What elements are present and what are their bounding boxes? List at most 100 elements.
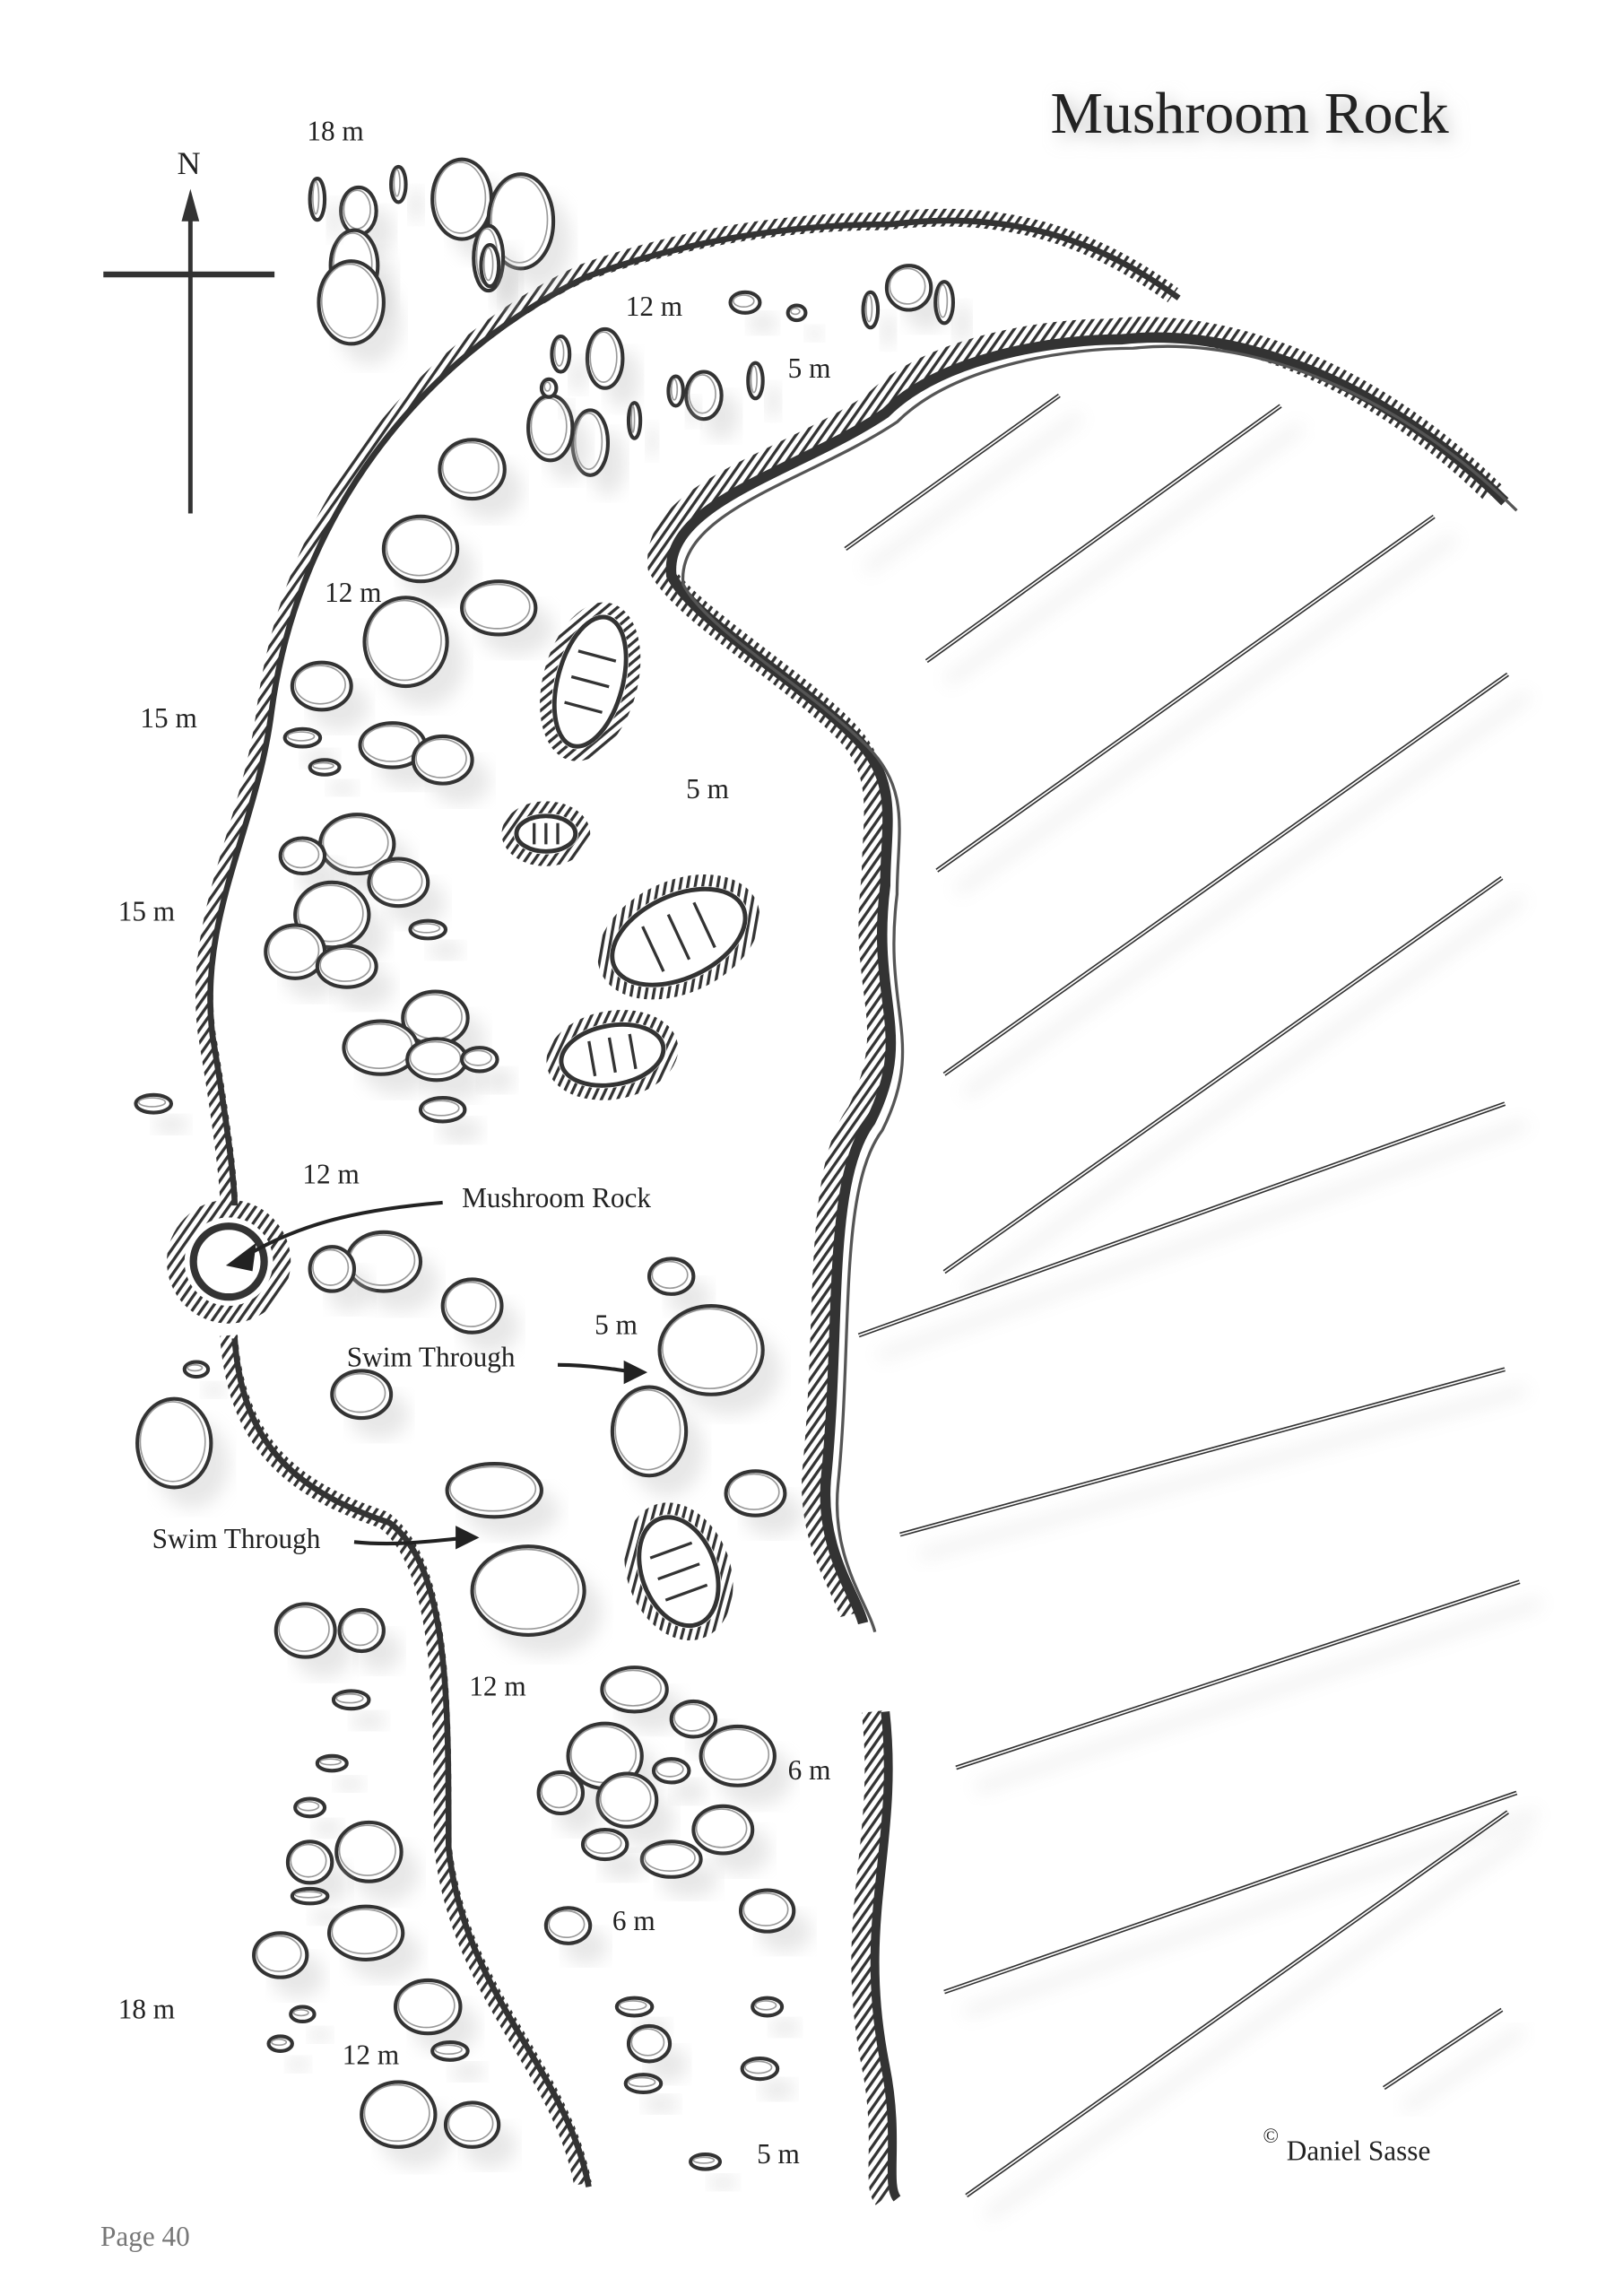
rock-icon (785, 303, 808, 323)
rock-icon (273, 1602, 337, 1659)
rock-icon (438, 438, 507, 501)
rock-icon (699, 1724, 777, 1787)
land-hatch-line (942, 672, 1509, 1076)
arrows (225, 1200, 648, 1550)
mushroom-rock-icon (167, 1199, 291, 1324)
rock-icon (728, 290, 762, 315)
rock-icon (933, 280, 955, 326)
depth-label: 5 m (686, 773, 729, 804)
land-hatch-line (942, 875, 1504, 1274)
rock-icon (289, 2005, 317, 2024)
depth-labels: 18 m 12 m 5 m 12 m 15 m 5 m 15 m 12 m 5 … (118, 115, 831, 2170)
rock-icon (884, 264, 933, 312)
rock-icon (585, 326, 625, 390)
rock-icon (342, 1019, 420, 1076)
rock-icon (182, 1360, 211, 1379)
rock-icon (746, 361, 765, 401)
rock-icon (330, 1369, 394, 1421)
copyright-symbol: © (1263, 2124, 1279, 2147)
rock-icon (135, 1396, 213, 1490)
rock-icon (666, 374, 685, 408)
rock-icon (580, 1828, 629, 1862)
depth-label: 12 m (302, 1158, 359, 1189)
copyright-author: Daniel Sasse (1287, 2135, 1431, 2167)
depth-label: 5 m (757, 2138, 800, 2170)
rock-icon (393, 1978, 463, 2036)
rock-icon (293, 1796, 327, 1819)
rock-icon (443, 2100, 501, 2149)
rock-icon (600, 1665, 669, 1714)
rock-icon (430, 2039, 470, 2062)
rock-icon (740, 2057, 780, 2082)
rock-icon (536, 1770, 586, 1816)
rock-icon (550, 335, 572, 374)
rock-icon (362, 596, 449, 689)
rock-icon (445, 1462, 543, 1519)
depth-label: 6 m (612, 1905, 655, 1936)
rock-icon (264, 923, 327, 980)
rock-icon (308, 177, 327, 222)
rock-icon (315, 1753, 349, 1773)
bommie-icon (540, 602, 641, 761)
rock-icon (657, 1303, 765, 1396)
depth-label: 15 m (118, 896, 175, 927)
rock-icon (691, 1804, 755, 1856)
bommie-icon (624, 1502, 733, 1640)
rock-icon (543, 1906, 593, 1945)
land-hatch-line (1382, 2007, 1504, 2091)
rock-icon (479, 243, 501, 289)
rock-icon (285, 1839, 334, 1885)
rock-icon (282, 726, 323, 749)
rock-icon (408, 918, 448, 941)
rock-icon (460, 579, 538, 637)
land-hatch-line (943, 1790, 1518, 1995)
reef-outline (195, 208, 1518, 2205)
rock-icon (689, 2152, 723, 2171)
rock-icon (317, 259, 386, 346)
rock-icon (440, 1277, 504, 1335)
rock-icon (367, 857, 430, 909)
depth-label: 12 m (626, 291, 682, 322)
north-arrow-icon: N (103, 145, 275, 514)
rock-icon (460, 1046, 499, 1074)
rock-icon (614, 1996, 655, 2018)
rock-icon (252, 1931, 309, 1979)
land-hatch-line (844, 393, 1061, 552)
depth-label: 6 m (788, 1754, 831, 1786)
depth-label: 12 m (325, 577, 381, 608)
land-hatch-line (857, 1101, 1506, 1338)
rock-icon (539, 377, 559, 399)
rock-icon (751, 1996, 785, 2018)
rock-icon (381, 514, 460, 584)
rock-icon (470, 1544, 586, 1637)
depth-label: 18 m (118, 1994, 175, 2025)
rock-icon (647, 1257, 696, 1296)
rock-formations (134, 157, 971, 2190)
rock-icon (861, 290, 881, 330)
title-shadow: Mushroom Rock (1056, 87, 1454, 152)
rock-icon (389, 164, 408, 204)
rock-icon (623, 2073, 664, 2095)
mushroom-rock-arrow-icon (235, 1200, 443, 1264)
north-label: N (178, 145, 201, 181)
land-hatch-line (955, 1579, 1521, 1770)
depth-label: 5 m (595, 1309, 638, 1340)
rock-icon (486, 172, 556, 271)
rock-icon (651, 1757, 691, 1785)
map-title: Mushroom Rock (1051, 81, 1449, 146)
rock-icon (339, 185, 378, 237)
depth-label: 12 m (469, 1670, 525, 1701)
rock-icon (290, 1886, 330, 1906)
land-area (844, 393, 1542, 2221)
rock-icon (331, 1689, 371, 1711)
rock-icon (626, 2023, 673, 2064)
rock-icon (278, 836, 327, 876)
rock-icon (290, 660, 353, 712)
land-hatch-line (924, 404, 1282, 664)
bommie-icon (501, 801, 591, 866)
rock-icon (134, 1092, 174, 1115)
rock-icon (308, 758, 342, 777)
rock-icon (405, 1037, 469, 1083)
